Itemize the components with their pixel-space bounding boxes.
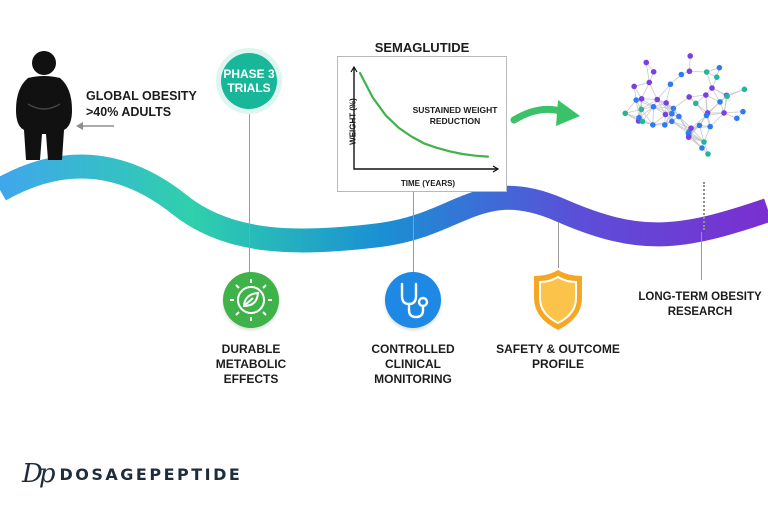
brain-node — [670, 105, 677, 112]
brain-node — [686, 68, 693, 75]
brain-node — [734, 115, 740, 122]
brain-node — [724, 93, 730, 99]
brand-logo: Dp DOSAGEPEPTIDE — [22, 458, 242, 490]
brain-node — [669, 118, 675, 125]
weight-chart — [350, 65, 500, 173]
metabolic-line3: EFFECTS — [223, 372, 279, 386]
safety-stem — [558, 222, 559, 268]
brain-node — [661, 122, 668, 128]
chart-title: SEMAGLUTIDE — [374, 40, 470, 55]
brain-node — [741, 86, 748, 93]
brain-node — [667, 81, 674, 88]
brain-node — [692, 100, 699, 107]
brain-node — [669, 110, 675, 117]
safety-label: SAFETY & OUTCOME PROFILE — [490, 342, 626, 372]
obesity-label: GLOBAL OBESITY >40% ADULTS — [86, 88, 197, 120]
obesity-line2: >40% ADULTS — [86, 105, 172, 119]
brain-node — [643, 59, 650, 66]
brain-node — [622, 110, 629, 117]
brain-node — [740, 108, 746, 115]
monitoring-line2: CLINICAL — [385, 357, 441, 371]
monitoring-line3: MONITORING — [374, 372, 452, 386]
chart-annotation: SUSTAINED WEIGHT REDUCTION — [410, 105, 500, 127]
shield-icon — [534, 270, 582, 330]
brain-node — [688, 125, 694, 131]
brain-node — [631, 83, 637, 90]
phase-line1: PHASE 3 — [223, 67, 275, 81]
gear-leaf-icon — [230, 279, 272, 321]
phase-circle: PHASE 3 TRIALS — [221, 53, 277, 109]
obesity-line1: GLOBAL OBESITY — [86, 89, 197, 103]
brain-node — [717, 99, 723, 105]
chart-panel: WEIGHT (%) TIME (YEARS) SUSTAINED WEIGHT… — [337, 56, 507, 192]
brain-node — [638, 106, 645, 113]
x-axis-arrowhead — [492, 165, 500, 173]
weight-series-line — [358, 71, 490, 158]
brain-node — [709, 85, 715, 91]
brain-dotted-stem — [703, 182, 705, 230]
safety-line2: PROFILE — [531, 357, 584, 371]
brain-node — [686, 94, 692, 100]
brain-node — [685, 134, 692, 140]
brain-node — [633, 97, 639, 103]
research-line2: RESEARCH — [667, 306, 733, 318]
brain-node — [703, 92, 709, 98]
annotation-line2: REDUCTION — [429, 116, 481, 126]
chart-stem — [413, 192, 414, 272]
brain-node — [721, 110, 727, 116]
person-silhouette-icon — [16, 51, 72, 160]
monitoring-label: CONTROLLED CLINICAL MONITORING — [352, 342, 474, 387]
y-axis-label: WEIGHT (%) — [348, 98, 358, 145]
brain-node — [638, 96, 645, 102]
brain-node — [663, 100, 669, 106]
y-axis-arrowhead — [350, 65, 358, 73]
brain-node — [701, 139, 707, 145]
brain-node — [705, 151, 711, 157]
brain-node — [646, 79, 653, 86]
brain-node — [703, 69, 710, 75]
brain-node — [639, 118, 646, 125]
progress-arrow-icon — [510, 100, 580, 126]
brain-node — [713, 74, 720, 80]
pointer-arrow — [76, 122, 114, 130]
brain-network-icon — [622, 53, 748, 157]
safety-line1: SAFETY & OUTCOME — [496, 342, 620, 356]
brain-node — [650, 68, 657, 75]
chart-axes — [353, 67, 498, 170]
brain-node — [650, 103, 657, 110]
brain-node — [636, 114, 642, 121]
brain-node — [703, 112, 710, 119]
metabolic-line1: DURABLE — [221, 342, 281, 356]
brain-node — [678, 71, 685, 78]
brain-node — [676, 113, 682, 120]
annotation-line1: SUSTAINED WEIGHT — [412, 105, 498, 115]
monitoring-circle — [385, 272, 441, 328]
brain-node — [699, 145, 705, 151]
phase-line2: TRIALS — [227, 81, 271, 95]
brain-node — [662, 111, 669, 118]
brain-node — [696, 122, 703, 129]
research-stem — [701, 232, 702, 280]
brain-node — [654, 96, 661, 103]
metabolic-label: DURABLE METABOLIC EFFECTS — [190, 342, 312, 387]
brain-node — [687, 53, 693, 59]
brand-mark-icon: Dp — [22, 459, 55, 489]
metabolic-circle — [223, 272, 279, 328]
phase-stem — [249, 114, 250, 276]
stethoscope-icon — [400, 282, 429, 319]
research-line1: LONG-TERM OBESITY — [638, 291, 762, 303]
metabolic-stem — [249, 240, 250, 270]
research-label: LONG-TERM OBESITY RESEARCH — [630, 290, 768, 320]
monitoring-line1: CONTROLLED — [371, 342, 455, 356]
brain-connections — [624, 55, 745, 155]
metabolic-line2: METABOLIC — [215, 357, 287, 371]
x-axis-label: TIME (YEARS) — [400, 179, 456, 188]
brand-name: DOSAGEPEPTIDE — [59, 464, 243, 484]
brain-node — [650, 122, 656, 128]
brain-node — [716, 64, 723, 71]
brain-node — [707, 123, 713, 130]
